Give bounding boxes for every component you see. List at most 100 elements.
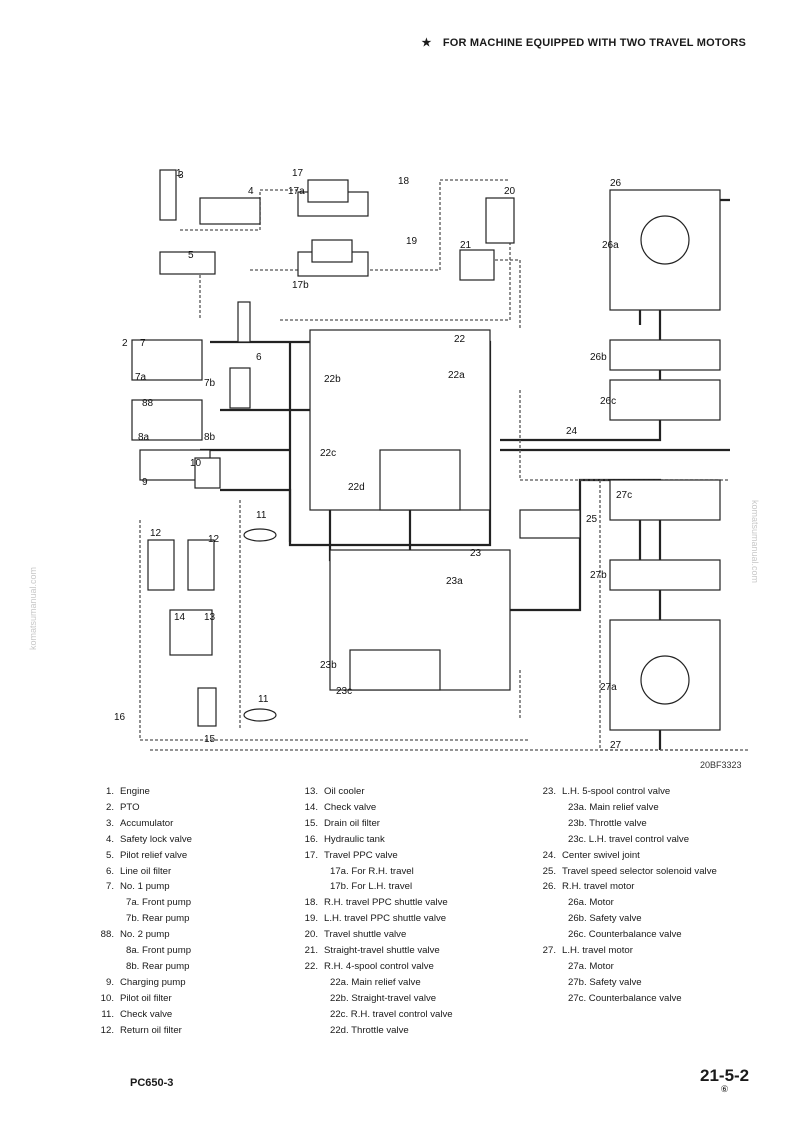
legend-item-text: Straight-travel shuttle valve [324,945,440,957]
legend-item-text: 26a. Motor [568,897,614,909]
legend-item: 26b. Safety valve [528,911,717,927]
legend-item-number: 11. [101,1008,114,1020]
star-icon: ★ [421,37,432,49]
legend-item-text: 22a. Main relief valve [330,976,421,988]
diagram-label: 4 [248,186,254,197]
legend-item: 20.Travel shuttle valve [290,927,453,943]
legend-item: 25.Travel speed selector solenoid valve [528,864,717,880]
legend-item-number: 6. [105,865,114,877]
diagram-label: 22c [320,448,336,459]
legend-item-text: Center swivel joint [562,849,640,861]
legend-item-text: 27b. Safety valve [568,976,642,988]
legend-item: 14.Check valve [290,800,453,816]
legend-item: 27. L.H. travel motor [528,943,717,959]
legend-item-text: 23b. Throttle valve [568,817,647,829]
diagram-label: 5 [188,250,194,261]
legend-item-text: 8b. Rear pump [126,960,190,972]
page-number: 21-5-2 ⑥ [700,1066,749,1095]
legend-item-text: L.H. 5-spool control valve [562,786,671,797]
diagram-label: 9 [142,477,148,488]
diagram-label: 13 [204,612,216,623]
header-title: FOR MACHINE EQUIPPED WITH TWO TRAVEL MOT… [442,37,746,49]
legend-item-text: L.H. travel motor [562,945,633,957]
legend-item-text: 23a. Main relief valve [568,801,659,813]
legend-item-text: Travel PPC valve [324,849,398,861]
legend-item-text: L.H. travel PPC shuttle valve [324,913,447,925]
diagram-label: 14 [174,612,186,623]
legend-item-text: PTO [120,801,140,813]
diagram-label: 19 [406,236,418,247]
figure-code: 20BF3323 [700,760,742,770]
legend-item: 7.No. 1 pump [86,879,192,895]
diagram-label: 24 [566,426,578,437]
page-header: ★ FOR MACHINE EQUIPPED WITH TWO TRAVEL M… [422,36,746,49]
legend-item-number: 25. [542,865,556,877]
legend-item-text: 23c. L.H. travel control valve [568,833,690,845]
legend-item: 7b. Rear pump [86,911,192,927]
legend-item-text: R.H. travel motor [562,881,635,893]
diagram-label: 88 [142,398,154,409]
legend-item-text: 22b. Straight-travel valve [330,992,437,1004]
legend-item: 9.Charging pump [86,975,192,991]
legend-item-number: 20. [304,929,318,941]
legend-item: 16.Hydraulic tank [290,832,453,848]
diagram-label: 1 [176,168,182,179]
legend-item-text: 17a. For R.H. travel [330,865,414,877]
diagram-label: 16 [114,712,126,723]
legend-item: 1. Engine [86,784,192,800]
legend-item-number: 23. [542,786,556,797]
legend-item: 17b. For L.H. travel [290,879,453,895]
legend-item-number: 9. [105,976,114,988]
legend-item: 5.Pilot relief valve [86,848,192,864]
diagram-label: 7 [140,338,146,349]
legend-item: 18.R.H. travel PPC shuttle valve [290,895,453,911]
diagram-label: 23c [336,686,352,697]
legend-item-number: 3. [105,817,114,829]
diagram-label: 17a [288,186,305,197]
legend-item: 11. Check valve [86,1007,192,1023]
legend-item: 27a. Motor [528,959,717,975]
legend-item: 17.Travel PPC valve [290,848,453,864]
legend-item-number: 13. [304,786,318,797]
diagram-label: 17 [292,168,304,179]
diagram-label: 22 [454,334,466,345]
diagram-label: 23b [320,660,337,671]
diagram-label: 17b [292,280,309,291]
legend-item-text: 27c. Counterbalance valve [568,992,682,1004]
legend-item: 12.Return oil filter [86,1023,192,1039]
legend-item-text: Check valve [120,1008,173,1020]
legend-item-text: 7a. Front pump [126,897,192,909]
diagram-label: 21 [460,240,472,251]
legend-item-text: 22c. R.H. travel control valve [330,1008,453,1020]
diagram-label: 26c [600,396,616,407]
diagram-label: 7a [135,372,147,383]
diagram-label: 3 [178,170,184,181]
legend-item-text: Drain oil filter [324,817,380,829]
legend-item-number: 15. [304,817,318,829]
legend-item-text: 17b. For L.H. travel [330,881,413,893]
legend-item: 22c. R.H. travel control valve [290,1007,453,1023]
legend-item-text: 27a. Motor [568,960,614,972]
legend-item-text: Engine [120,786,150,797]
legend-item-text: 22d. Throttle valve [330,1024,409,1036]
legend-item-text: 26b. Safety valve [568,913,642,925]
legend-item-number: 5. [105,849,114,861]
legend-item-text: 8a. Front pump [126,945,192,957]
legend-item: 23b. Throttle valve [528,816,717,832]
legend-item-text: Line oil filter [120,865,172,877]
watermark-left: komatsumanual.com [28,566,38,650]
diagram-label: 20 [504,186,516,197]
legend-item: 6. Line oil filter [86,864,192,880]
diagram-label: 12 [208,534,220,545]
legend-item-number: 1. [105,786,114,797]
legend-item-number: 27. [542,945,556,957]
legend-item: 88.No. 2 pump [86,927,192,943]
diagram-label: 15 [204,734,216,745]
diagram-label: 18 [398,176,410,187]
diagram-label: 7b [204,378,216,389]
diagram-label: 11 [256,510,267,521]
diagram-label: 27a [600,682,617,693]
diagram-label: 22d [348,482,365,493]
legend-item-number: 22. [304,960,318,972]
diagram-label: 11 [258,694,269,705]
